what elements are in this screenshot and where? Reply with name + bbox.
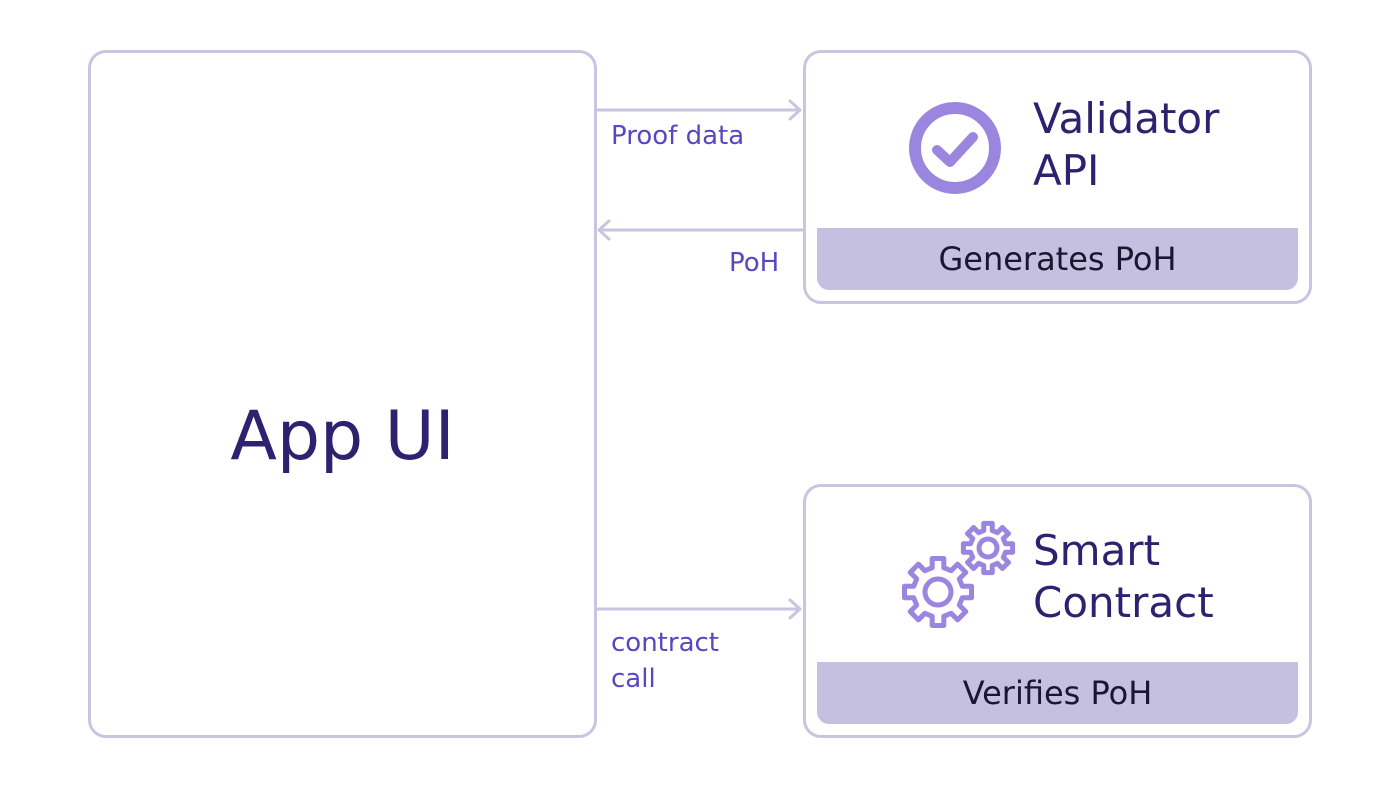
validator-api-box: Validator API Generates PoH (803, 50, 1312, 304)
large-gear-icon (902, 556, 974, 628)
contract-title: Smart Contract (1033, 525, 1214, 629)
contract-footer-bar: Verifies PoH (817, 662, 1298, 724)
contract-call-label: contract call (611, 625, 719, 697)
gears-icon (902, 520, 1016, 628)
contract-call-line2: call (611, 664, 656, 694)
validator-title-line2: API (1033, 146, 1100, 195)
validator-title-line1: Validator (1033, 94, 1220, 143)
small-gear-icon (960, 520, 1016, 576)
arrow-poh (597, 219, 804, 241)
contract-title-line2: Contract (1033, 578, 1214, 627)
app-ui-box: App UI (88, 50, 597, 738)
contract-call-line1: contract (611, 628, 719, 658)
arrow-contract-call (596, 598, 802, 620)
proof-data-label: Proof data (611, 121, 745, 151)
poh-label: PoH (729, 248, 780, 278)
validator-footer-label: Generates PoH (938, 240, 1177, 278)
arrow-proof-data (596, 99, 802, 121)
validator-title: Validator API (1033, 93, 1219, 197)
contract-footer-label: Verifies PoH (962, 674, 1153, 712)
smart-contract-box: Smart Contract Verifies PoH (803, 484, 1312, 738)
contract-title-line1: Smart (1033, 526, 1161, 575)
app-ui-label: App UI (230, 397, 455, 476)
validator-footer-bar: Generates PoH (817, 228, 1298, 290)
check-circle-icon (909, 102, 1001, 194)
